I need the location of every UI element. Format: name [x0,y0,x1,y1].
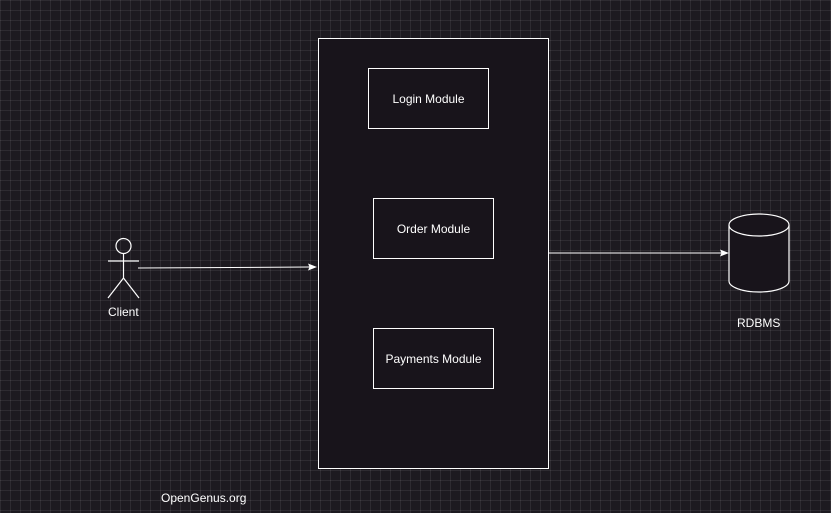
client-label: Client [108,305,139,319]
actor-icon [107,237,140,299]
database-label: RDBMS [737,316,781,330]
payments-module-label: Payments Module [385,351,482,366]
payments-module-box: Payments Module [373,328,494,389]
login-module-box: Login Module [368,68,489,129]
database-cylinder-icon [728,213,790,293]
order-module-label: Order Module [396,221,471,236]
app-to-database-arrow [548,249,729,257]
login-module-label: Login Module [392,91,465,106]
order-module-box: Order Module [373,198,494,259]
watermark-text: OpenGenus.org [161,491,247,505]
client-to-app-arrow [138,263,317,271]
